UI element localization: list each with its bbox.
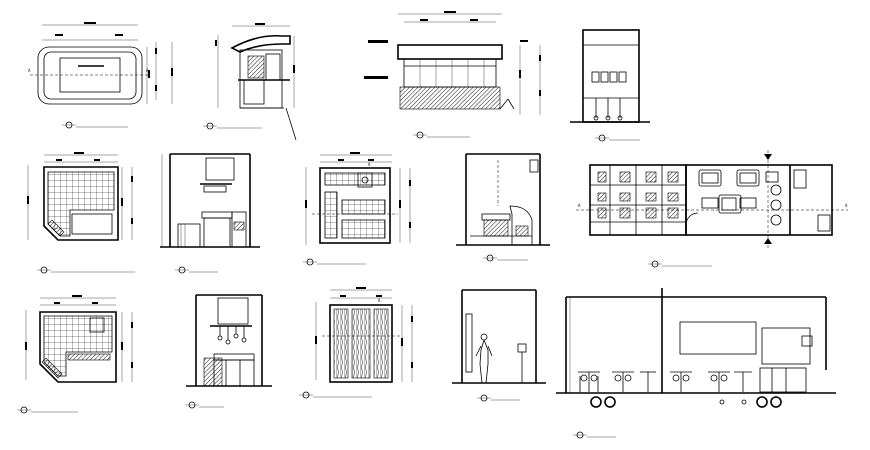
dining-tables [578,371,752,392]
section-aa-3-drawing [456,153,550,262]
wheels [590,396,782,408]
dairy-stall-plan-drawing: A [303,152,411,266]
svg-text:A: A [28,68,31,73]
svg-text:A: A [146,68,149,73]
section-aa-5-drawing [452,289,546,402]
clothing-stall-plan-drawing: A [299,287,413,399]
meat-stall-plan-drawing [17,295,133,414]
section-bb-drawing [556,288,836,439]
front-view-drawing [364,11,541,139]
side-view-drawing [203,23,297,141]
section-aa-4-drawing [185,294,272,409]
svg-text:A: A [378,298,381,303]
section-aa-2-drawing [160,153,260,274]
fruit-stall-plan-drawing [27,152,135,274]
svg-text:A: A [368,162,371,167]
svg-text:A: A [845,203,848,208]
section-aa-1-drawing [570,29,650,142]
svg-text:A: A [578,203,581,208]
